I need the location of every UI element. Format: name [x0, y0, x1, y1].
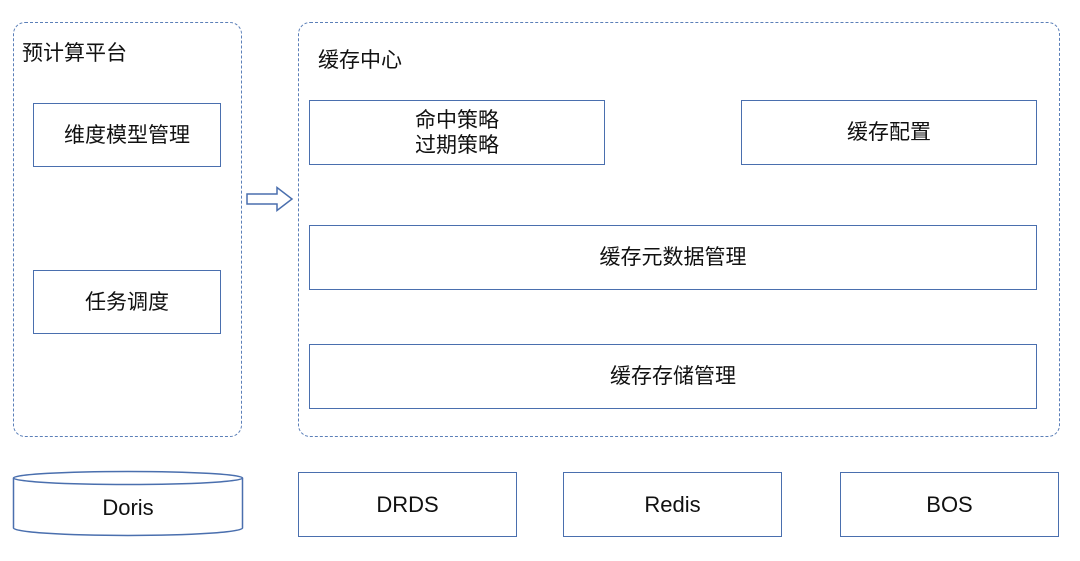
cache-metadata-management-box: 缓存元数据管理 [309, 225, 1037, 290]
hit-expire-strategy-box: 命中策略 过期策略 [309, 100, 605, 165]
task-scheduling-box: 任务调度 [33, 270, 221, 334]
bos-storage-box: BOS [840, 472, 1059, 537]
dimension-model-management-label: 维度模型管理 [64, 122, 190, 147]
bos-label: BOS [926, 492, 973, 517]
doris-database-icon [12, 470, 244, 537]
cache-metadata-management-label: 缓存元数据管理 [599, 245, 747, 269]
doris-label: Doris [102, 495, 154, 520]
cache-config-box: 缓存配置 [741, 100, 1037, 165]
expire-strategy-label: 过期策略 [415, 132, 499, 157]
flow-arrow-icon [246, 185, 294, 213]
cache-center-group [298, 22, 1060, 437]
task-scheduling-label: 任务调度 [85, 289, 169, 314]
dimension-model-management-box: 维度模型管理 [33, 103, 221, 167]
cache-storage-management-box: 缓存存储管理 [309, 344, 1037, 409]
precompute-platform-title: 预计算平台 [22, 41, 127, 65]
precompute-platform-group [13, 22, 242, 437]
drds-label: DRDS [376, 492, 439, 517]
redis-storage-box: Redis [563, 472, 782, 537]
cache-config-label: 缓存配置 [847, 120, 931, 144]
redis-label: Redis [644, 492, 701, 517]
hit-strategy-label: 命中策略 [415, 107, 499, 132]
cache-storage-management-label: 缓存存储管理 [610, 364, 736, 388]
cache-center-title: 缓存中心 [318, 48, 402, 72]
drds-storage-box: DRDS [298, 472, 517, 537]
